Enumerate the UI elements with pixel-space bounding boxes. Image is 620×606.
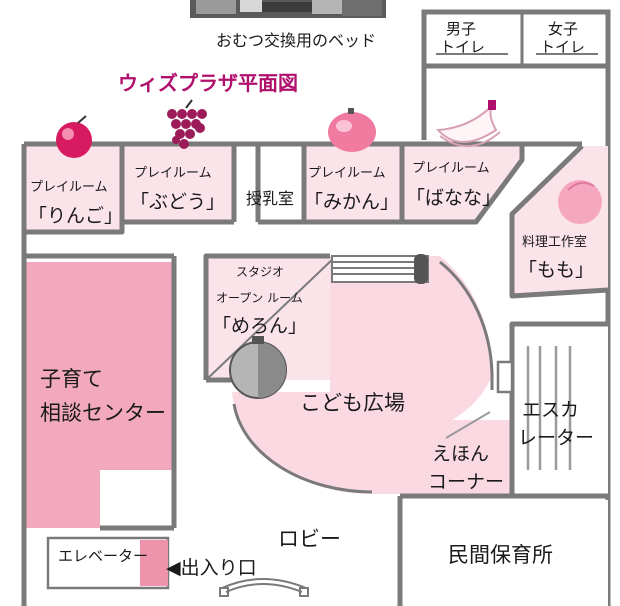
room-nursing (258, 146, 304, 222)
picturebook-line2: コーナー (428, 471, 504, 493)
entrance-door (219, 578, 309, 597)
studio-line2: オープン ルーム (216, 291, 303, 305)
diaper-bed-photo (190, 0, 386, 18)
toilet-women-line2: トイレ (540, 38, 585, 56)
banana-icon (435, 100, 501, 148)
toilet-men-line2: トイレ (440, 38, 485, 56)
apple-room-line1: プレイルーム (30, 180, 108, 195)
consult-line1: 子育て (40, 367, 103, 391)
toilet-men-line1: 男子 (446, 20, 476, 38)
mikan-room-line1: プレイルーム (308, 166, 386, 181)
map-title: ウィズプラザ平面図 (118, 71, 298, 95)
studio-line1: スタジオ (236, 265, 284, 279)
picturebook-line1: えほん (432, 443, 489, 465)
elevator-door (140, 540, 168, 586)
toilet-women-line1: 女子 (548, 20, 578, 38)
consult-line2: 相談センター (40, 401, 166, 425)
studio-line3: 「めろん」 (212, 315, 307, 337)
room-nursery (400, 500, 608, 606)
grape-room-line2: 「ぶどう」 (130, 191, 225, 213)
mikan-room-line2: 「みかん」 (304, 191, 399, 213)
melon-icon (229, 336, 287, 399)
escalator-line1: エスカ (522, 399, 579, 421)
mikan-icon (328, 108, 376, 152)
nursery-label: 民間保育所 (448, 543, 553, 567)
room-mikan (304, 146, 402, 222)
room-grape (122, 146, 234, 222)
photo-caption: おむつ交換用のベッド (216, 31, 376, 50)
lobby-label: ロビー (278, 527, 341, 551)
cooking-room-line2: 「もも」 (518, 259, 594, 281)
plaza-stairs (331, 254, 429, 284)
entrance-label: ◀出入り口 (166, 557, 257, 579)
elevator-label: エレベーター (58, 547, 148, 565)
apple-room-line2: 「りんご」 (28, 205, 123, 227)
banana-room-line2: 「ばなな」 (406, 187, 501, 209)
grape-icon (167, 99, 207, 149)
cooking-room-line1: 料理工作室 (522, 234, 587, 250)
room-banana (402, 146, 522, 222)
escalator-lines (526, 346, 572, 470)
peach-icon (558, 180, 602, 224)
grape-room-line1: プレイルーム (134, 166, 212, 181)
toilet-block (421, 9, 611, 69)
room-apple (26, 146, 122, 230)
plaza-rail (232, 260, 494, 494)
nursing-room-label: 授乳室 (246, 189, 294, 208)
escalator-line2: レーター (518, 427, 594, 449)
plaza-label: こども広場 (300, 391, 405, 415)
banana-room-line1: プレイルーム (412, 161, 490, 176)
apple-icon (56, 115, 92, 158)
